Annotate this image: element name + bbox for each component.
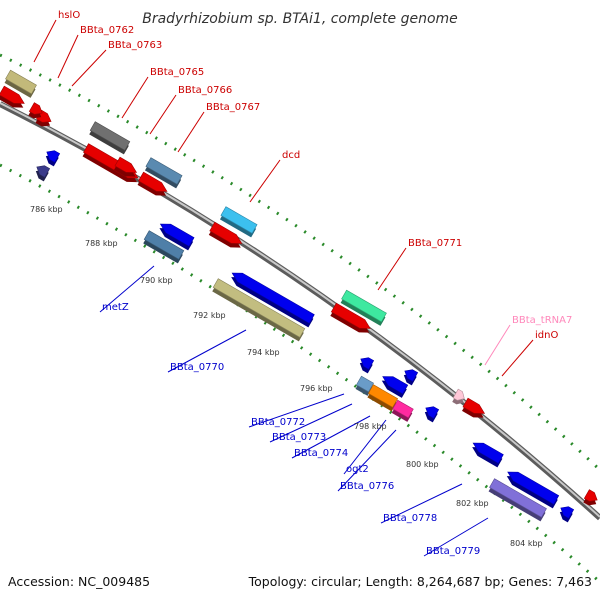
bbta-trna7-gene bbox=[452, 388, 465, 405]
bbta-trna7-label: BBta_tRNA7 bbox=[512, 315, 572, 326]
bbta-0770-label: BBta_0770 bbox=[170, 362, 224, 373]
bbta-trna7-leader bbox=[484, 324, 511, 366]
reverse-extra-7-gene bbox=[403, 369, 419, 386]
bbta-0779-gene bbox=[488, 478, 547, 522]
bbta-0770-gene bbox=[212, 278, 306, 342]
idno-gene bbox=[462, 397, 486, 418]
bbta-0766-leader bbox=[149, 94, 177, 135]
forward-extra-4-gene bbox=[330, 302, 371, 333]
hslo-label: hslO bbox=[58, 10, 80, 21]
bbta-0765-label: BBta_0765 bbox=[150, 67, 204, 78]
bbta-0774-gene bbox=[391, 399, 414, 422]
metz-leader bbox=[99, 265, 155, 313]
bbta-0771-leader bbox=[377, 247, 407, 291]
reverse-extra-6-gene bbox=[559, 506, 575, 523]
bbta-0767-label: BBta_0767 bbox=[206, 102, 260, 113]
metz-label: metZ bbox=[102, 302, 129, 313]
tick-label-786-kbp: 786 kbp bbox=[30, 205, 63, 214]
dcd-label: dcd bbox=[282, 150, 300, 161]
bbta-0773-label: BBta_0773 bbox=[272, 432, 326, 443]
bbta-0765-leader bbox=[121, 76, 149, 119]
reverse-extra-2-gene bbox=[159, 223, 195, 251]
bbta-0771-label: BBta_0771 bbox=[408, 238, 462, 249]
tick-label-792-kbp: 792 kbp bbox=[193, 311, 226, 320]
forward-extra-3-gene bbox=[208, 221, 243, 248]
bbta-0763-leader bbox=[71, 49, 107, 87]
bbta-0763-label: BBta_0763 bbox=[108, 40, 162, 51]
bbta-0762-label: BBta_0762 bbox=[80, 25, 134, 36]
dcd-gene bbox=[219, 206, 258, 238]
reverse-extra-1-gene bbox=[35, 165, 51, 182]
reverse-extra-0-gene bbox=[45, 150, 61, 167]
tick-label-796-kbp: 796 kbp bbox=[300, 384, 333, 393]
bbta-0770-leader bbox=[167, 329, 247, 373]
bbta-0765-gene bbox=[89, 121, 131, 155]
bbta-0778-leader bbox=[380, 483, 463, 524]
reverse-extra-4-gene bbox=[359, 357, 375, 374]
bbta-0778-label: BBta_0778 bbox=[383, 513, 437, 524]
bbta-0776-gene bbox=[424, 406, 440, 423]
forward-extra-2-gene bbox=[137, 171, 168, 196]
forward-extra-1-gene bbox=[114, 156, 138, 177]
bbta-0772-gene bbox=[355, 375, 374, 396]
tick-label-794-kbp: 794 kbp bbox=[247, 348, 280, 357]
tick-label-798-kbp: 798 kbp bbox=[354, 422, 387, 431]
bbta-0778-gene bbox=[506, 471, 560, 509]
bbta-0776-leader bbox=[337, 429, 397, 492]
bbta-0776-label: BBta_0776 bbox=[340, 481, 394, 492]
tick-label-800-kbp: 800 kbp bbox=[406, 460, 439, 469]
bbta-0773-gene bbox=[367, 384, 399, 412]
tick-label-804-kbp: 804 kbp bbox=[510, 539, 543, 548]
idno-label: idnO bbox=[535, 330, 558, 341]
bbta-0772-label: BBta_0772 bbox=[251, 417, 305, 428]
bbta-0779-leader bbox=[423, 517, 489, 557]
bbta-0771-gene bbox=[340, 289, 387, 326]
gene-layer bbox=[0, 69, 598, 523]
bbta-0767-gene bbox=[144, 157, 183, 189]
ogt2-gene bbox=[381, 376, 409, 398]
reverse-extra-5-gene bbox=[472, 442, 504, 468]
genome-summary-text: Topology: circular; Length: 8,264,687 bp… bbox=[248, 574, 592, 589]
reverse-extra-3-gene bbox=[231, 272, 315, 328]
hslo-leader bbox=[33, 19, 57, 63]
bbta-0767-leader bbox=[177, 111, 205, 153]
bbta-0766-gene bbox=[82, 143, 139, 183]
bbta-0773-leader bbox=[269, 403, 353, 443]
bbta-0766-label: BBta_0766 bbox=[178, 85, 232, 96]
bbta-0774-label: BBta_0774 bbox=[294, 448, 348, 459]
ogt2-label: ogt2 bbox=[346, 464, 369, 475]
hslo-gene bbox=[4, 69, 37, 98]
bbta-0762-gene bbox=[0, 85, 25, 108]
reverse-tick-track bbox=[0, 163, 600, 584]
tick-label-790-kbp: 790 kbp bbox=[140, 276, 173, 285]
tick-label-788-kbp: 788 kbp bbox=[85, 239, 118, 248]
accession-text: Accession: NC_009485 bbox=[8, 574, 150, 589]
idno-leader bbox=[501, 339, 534, 377]
forward-extra-0-gene bbox=[28, 102, 43, 119]
forward-extra-5-gene bbox=[583, 489, 598, 506]
bbta-0779-label: BBta_0779 bbox=[426, 546, 480, 557]
tick-label-802-kbp: 802 kbp bbox=[456, 499, 489, 508]
bbta-0772-leader bbox=[248, 393, 345, 428]
metz-gene bbox=[143, 230, 185, 264]
ogt2-leader bbox=[343, 419, 387, 475]
map-title: Bradyrhizobium sp. BTAi1, complete genom… bbox=[142, 11, 458, 27]
bbta-0774-leader bbox=[291, 415, 371, 459]
forward-tick-track bbox=[0, 53, 600, 472]
tick-label-layer: 786 kbp 788 kbp 790 kbp 792 kbp 794 kbp 796 k… bbox=[30, 205, 543, 548]
bbta-0762-leader bbox=[57, 34, 79, 79]
label-layer: hslOBBta_0762BBta_0763BBta_0765BBta_0766… bbox=[58, 10, 572, 557]
dcd-leader bbox=[249, 159, 281, 203]
label-leader-layer bbox=[33, 19, 534, 557]
